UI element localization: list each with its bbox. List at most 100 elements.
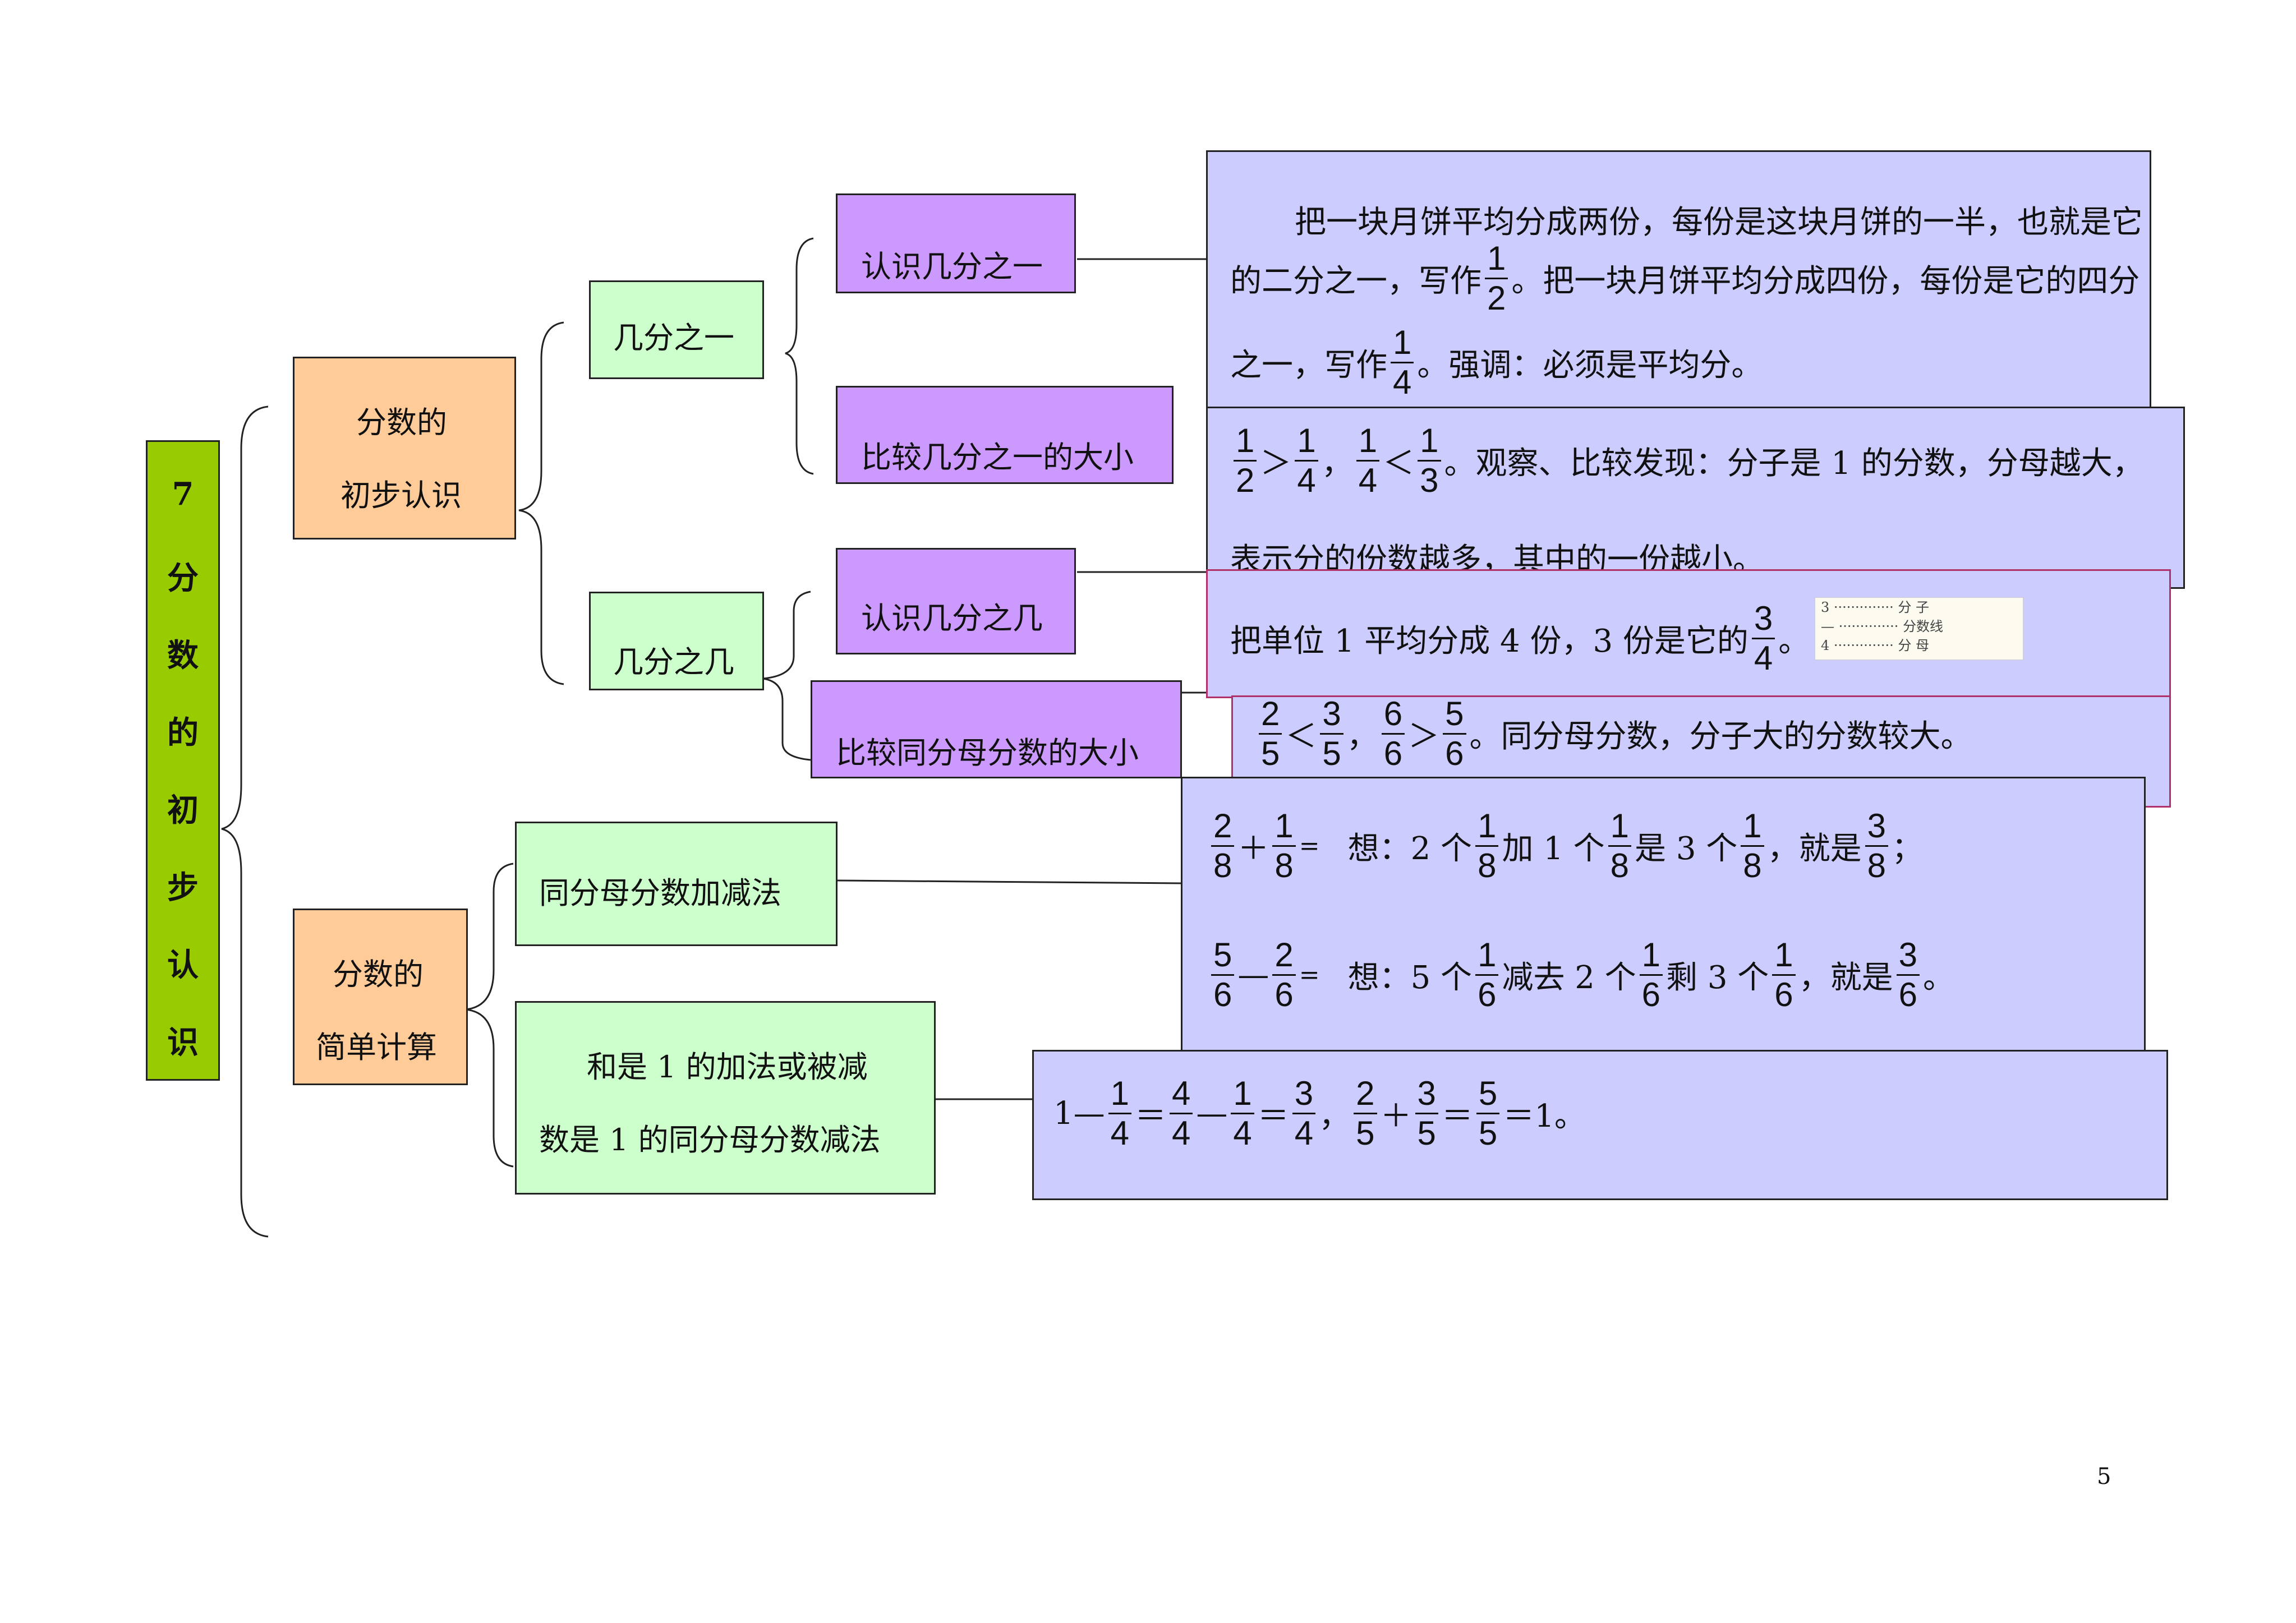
separator: ， (1346, 718, 1378, 755)
operator: = (1299, 961, 1320, 989)
note-text: 。 (1778, 623, 1810, 660)
node-label: 认识几分之几 (861, 601, 1043, 636)
branch-intro-line2: 初步认识 (341, 478, 462, 513)
note-text: 。同分母分数，分子大的分数较大。 (1469, 718, 1972, 755)
node-bijiao-tongfenmu: 比较同分母分数的大小 (811, 680, 1182, 778)
note-text: 想：2 个 (1347, 831, 1473, 867)
legend-line: — ·············· 分数线 (1821, 619, 1944, 634)
note-text: ，就是 (1767, 831, 1862, 867)
note-text: 。强调：必须是平均分。 (1417, 347, 1763, 384)
root-char: 数 (167, 637, 199, 674)
note-text: 。 (1923, 960, 1955, 996)
note-text: 把单位 1 平均分成 4 份，3 份是它的 (1230, 623, 1749, 660)
node-label: 几分之几 (613, 644, 734, 680)
node-label: 认识几分之一 (861, 249, 1043, 284)
legend-line: 4 ·············· 分 母 (1821, 638, 1929, 653)
operator: = (1299, 832, 1320, 860)
node-renshi-jifenzhiji: 认识几分之几 (836, 548, 1076, 654)
node-label: 比较几分之一的大小 (861, 440, 1134, 475)
note-text: 剩 3 个 (1666, 960, 1769, 996)
node-label-line1: 和是 1 的加法或被减 (587, 1049, 868, 1085)
node-tongfenmu: 同分母分数加减法 (515, 822, 838, 946)
node-label-line2: 数是 1 的同分母分数减法 (539, 1122, 881, 1158)
operator: ＞ (1260, 445, 1292, 482)
root-char: 7 (172, 476, 194, 513)
note-text: 是 3 个 (1635, 831, 1738, 867)
operator: ＝ (1135, 1098, 1167, 1135)
note-text: ＝1。 (1503, 1098, 1586, 1135)
operator: ＝ (1441, 1098, 1473, 1135)
node-renshi-jifenzhiyi: 认识几分之一 (836, 193, 1076, 293)
note-text: ； (1892, 831, 1924, 867)
branch-intro-line1: 分数的 (356, 405, 447, 440)
operator: — (1196, 1095, 1228, 1132)
operator: ＜ (1383, 445, 1415, 482)
node-label: 比较同分母分数的大小 (836, 735, 1139, 771)
branch-calc-box: 分数的 简单计算 (293, 909, 468, 1085)
operator: ＋ (1380, 1098, 1412, 1135)
operator: — (1237, 957, 1269, 993)
separator: ， (1321, 445, 1353, 482)
note-text: 想：5 个 (1347, 960, 1473, 996)
node-jifenzhiyi: 几分之一 (589, 280, 764, 379)
note-text: 减去 2 个 (1502, 960, 1636, 996)
legend-line: 3 ·············· 分 子 (1821, 600, 1929, 615)
note-text: 之一，写作 (1230, 347, 1387, 384)
branch-calc-line2: 简单计算 (316, 1030, 437, 1065)
operator: ＝ (1257, 1098, 1289, 1135)
note-line: 把一块月饼平均分成两份，每份是这块月饼的一半，也就是它 (1295, 197, 2143, 242)
page-number: 5 (2097, 1464, 2111, 1490)
node-bijiao-jifenzhiyi: 比较几分之一的大小 (836, 386, 1174, 484)
root-char: 分 (167, 560, 199, 597)
root-char: 步 (167, 869, 199, 906)
operator: ＜ (1285, 718, 1317, 755)
node-label: 几分之一 (613, 320, 734, 356)
root-char: 的 (167, 714, 199, 751)
note-text: 1— (1053, 1095, 1105, 1132)
separator: ， (1319, 1098, 1351, 1135)
node-he-shi-1: 和是 1 的加法或被减 数是 1 的同分母分数减法 (515, 1001, 936, 1195)
operator: ＞ (1408, 718, 1440, 755)
note-text: 。观察、比较发现：分子是 1 的分数，分母越大， (1444, 445, 2144, 482)
note-text: 把一块月饼平均分成两份，每份是这块月饼的一半，也就是它 (1295, 204, 2143, 241)
root-char: 初 (167, 792, 199, 829)
branch-calc-line1: 分数的 (333, 957, 424, 992)
fraction-parts-legend: 3 ·············· 分 子 — ·············· 分数… (1815, 597, 2023, 660)
branch-intro-box: 分数的 初步认识 (293, 357, 516, 540)
root-title-box: 7 分 数 的 初 步 认 识 (146, 440, 220, 1081)
note-text: 。把一块月饼平均分成四份，每份是它的四分 (1511, 263, 2140, 299)
note-text: 加 1 个 (1502, 831, 1605, 867)
